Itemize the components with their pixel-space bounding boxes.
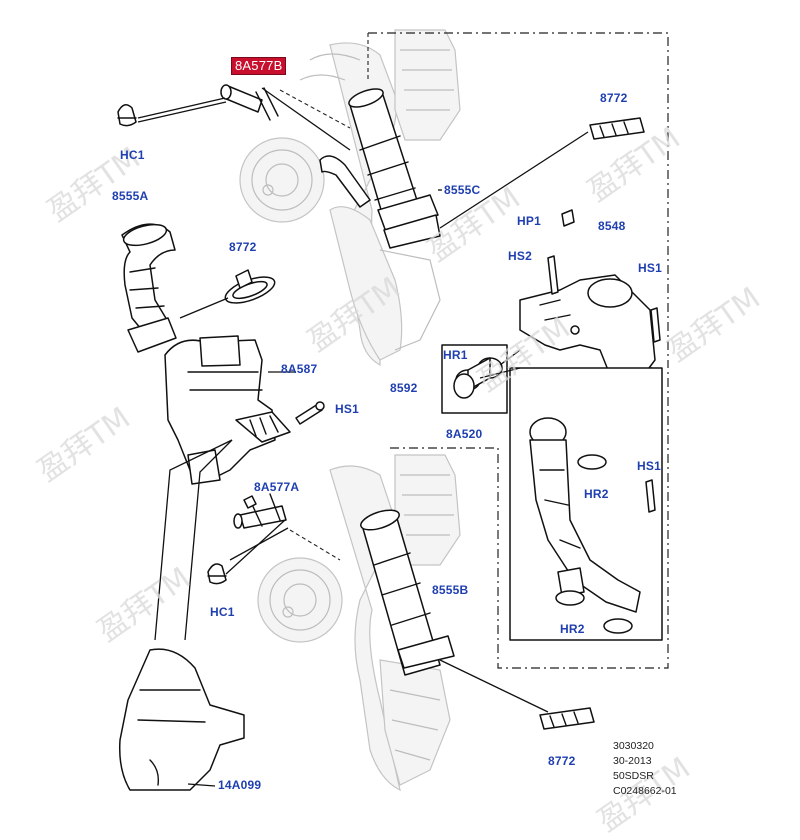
reference-line: 50SDSR bbox=[613, 770, 654, 782]
part-label-hc1[interactable]: HC1 bbox=[120, 148, 145, 162]
bolt-hs1-right-top bbox=[650, 307, 661, 343]
bolt-hs2 bbox=[547, 255, 559, 295]
engine-ghost-bottom bbox=[257, 454, 461, 792]
phantom-box-top bbox=[368, 32, 669, 368]
part-label-8a577a[interactable]: 8A577A bbox=[254, 480, 300, 494]
part-label-14a099[interactable]: 14A099 bbox=[218, 778, 262, 792]
reference-line: 30-2013 bbox=[613, 755, 652, 767]
part-label-hp1[interactable]: HP1 bbox=[517, 214, 541, 228]
part-label-hs2[interactable]: HS2 bbox=[508, 249, 532, 263]
plug-hp1 bbox=[561, 209, 575, 227]
reference-line: C0248662-01 bbox=[613, 785, 677, 797]
hose-8555a bbox=[121, 223, 177, 353]
tube-8592 bbox=[453, 357, 503, 399]
clamp-8772-bottom bbox=[539, 707, 595, 730]
part-label-8772[interactable]: 8772 bbox=[548, 754, 576, 768]
bolt-hs1-right-bottom bbox=[645, 479, 656, 513]
part-label-8592[interactable]: 8592 bbox=[390, 381, 418, 395]
part-label-8555c[interactable]: 8555C bbox=[444, 183, 481, 197]
diagram-reference: 3030320 30-2013 50SDSR C0248662-01 bbox=[613, 739, 677, 799]
clip-hc1-top bbox=[117, 104, 137, 127]
part-label-8a587[interactable]: 8A587 bbox=[281, 362, 318, 376]
part-label-8555b[interactable]: 8555B bbox=[432, 583, 469, 597]
part-label-8555a[interactable]: 8555A bbox=[112, 189, 149, 203]
part-label-hs1[interactable]: HS1 bbox=[637, 459, 661, 473]
part-label-8548[interactable]: 8548 bbox=[598, 219, 626, 233]
part-label-8a520[interactable]: 8A520 bbox=[446, 427, 483, 441]
clamp-8772-top bbox=[589, 117, 645, 140]
phantom-box-bottom bbox=[390, 368, 669, 669]
parts-diagram: .g { fill:none; stroke:#bdbdbd; stroke-w… bbox=[31, 29, 767, 839]
clip-hc1-bottom bbox=[207, 563, 227, 585]
part-label-hr2[interactable]: HR2 bbox=[560, 622, 585, 636]
part-label-hc1[interactable]: HC1 bbox=[210, 605, 235, 619]
part-label-8a577b[interactable]: 8A577B bbox=[231, 57, 287, 75]
hose-8555c bbox=[348, 88, 441, 249]
cover-14a099 bbox=[118, 648, 245, 791]
pipe-8a520 bbox=[529, 417, 641, 634]
pipe-8a577a bbox=[233, 493, 287, 529]
part-label-hr2[interactable]: HR2 bbox=[584, 487, 609, 501]
housing-8a587 bbox=[164, 335, 291, 485]
diagram-drawing: .g { fill:none; stroke:#bdbdbd; stroke-w… bbox=[117, 29, 669, 792]
part-label-hs1[interactable]: HS1 bbox=[335, 402, 359, 416]
reference-line: 3030320 bbox=[613, 740, 654, 752]
part-label-8772[interactable]: 8772 bbox=[229, 240, 257, 254]
hose-8555b bbox=[360, 509, 455, 676]
part-label-hs1[interactable]: HS1 bbox=[638, 261, 662, 275]
part-label-hr1[interactable]: HR1 bbox=[443, 348, 468, 362]
part-label-8772[interactable]: 8772 bbox=[600, 91, 628, 105]
clamp-8772-mid bbox=[224, 269, 276, 304]
pipe-8a577b bbox=[220, 84, 279, 121]
